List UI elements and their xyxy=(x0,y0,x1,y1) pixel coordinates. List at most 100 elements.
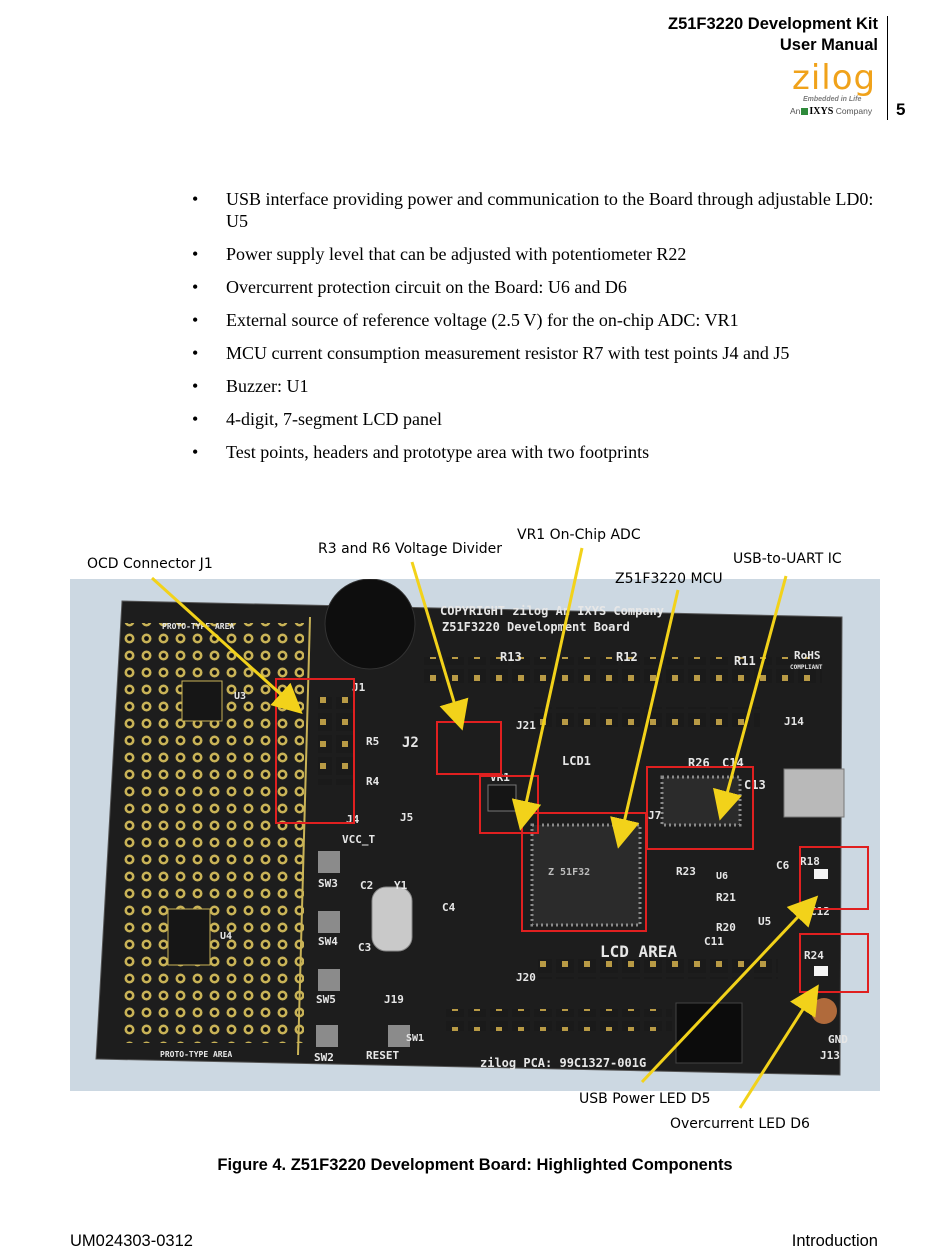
callout-overcurrent-led: Overcurrent LED D6 xyxy=(670,1116,810,1132)
highlight-j1 xyxy=(275,678,355,824)
buzzer xyxy=(324,579,416,670)
board-rohs-compliant: COMPLIANT xyxy=(790,664,823,671)
board-proto-bottom: PROTO-TYPE AREA xyxy=(160,1050,232,1059)
logo-company-prefix: An xyxy=(790,106,801,116)
arrow-divider xyxy=(410,561,469,731)
usb-connector xyxy=(783,768,845,818)
logo-company-name: IXYS xyxy=(809,106,834,117)
board-pca: zilog PCA: 99C1327-001G xyxy=(480,1056,646,1070)
logo-company-suffix: Company xyxy=(835,106,873,116)
callout-ocd-connector: OCD Connector J1 xyxy=(87,556,213,572)
highlight-d5 xyxy=(799,846,869,910)
arrow-usb-uart xyxy=(713,575,788,821)
logo-company-line: An IXYS Company xyxy=(790,106,872,117)
footer-section: Introduction xyxy=(791,1232,878,1250)
board-j7: J7 xyxy=(648,809,661,822)
board-j5: J5 xyxy=(400,811,413,824)
header-j21 xyxy=(530,707,760,727)
header-j20 xyxy=(538,959,778,979)
board-r11: R11 xyxy=(734,654,756,668)
highlight-d6 xyxy=(799,933,869,993)
logo-wordmark-text: zilog xyxy=(792,58,877,98)
u3-footprint xyxy=(181,680,223,722)
list-item: USB interface providing power and commun… xyxy=(192,188,882,232)
proto-divider xyxy=(297,616,311,1056)
board-r5: R5 xyxy=(366,735,379,748)
callout-mcu: Z51F3220 MCU xyxy=(615,571,723,587)
callout-usb-power-led: USB Power LED D5 xyxy=(579,1091,711,1107)
arrow-mcu xyxy=(610,589,680,849)
board-u4: U4 xyxy=(220,931,232,942)
callout-vr1: VR1 On-Chip ADC xyxy=(517,527,641,543)
board-r21: R21 xyxy=(716,891,736,904)
board-r4: R4 xyxy=(366,775,380,788)
board-c3: C3 xyxy=(358,941,371,954)
list-item: 4-digit, 7-segment LCD panel xyxy=(192,408,882,430)
led-d6 xyxy=(814,966,828,976)
list-item: Overcurrent protection circuit on the Bo… xyxy=(192,276,882,298)
callout-voltage-divider: R3 and R6 Voltage Divider xyxy=(318,541,503,557)
board-r13: R13 xyxy=(500,650,522,664)
board-name: Z51F3220 Development Board xyxy=(442,620,630,634)
ixys-square-icon xyxy=(801,108,809,115)
highlight-usb-uart xyxy=(646,766,754,850)
board-c13: C13 xyxy=(744,778,766,792)
header-j1 xyxy=(318,697,358,785)
board-j21: J21 xyxy=(516,719,536,732)
board-u5: U5 xyxy=(758,915,771,928)
led-d5 xyxy=(814,869,828,879)
highlight-boxes xyxy=(275,678,869,993)
document-title: Z51F3220 Development Kit User Manual xyxy=(668,14,878,56)
board-sw5: SW5 xyxy=(316,993,336,1006)
board-proto-top: PROTO-TYPE AREA xyxy=(162,622,234,631)
board-c11: C11 xyxy=(704,935,724,948)
header-divider xyxy=(887,16,888,120)
board-j14: J14 xyxy=(784,715,804,728)
board-lcd1: LCD1 xyxy=(562,754,591,768)
u4-footprint xyxy=(167,908,211,966)
board-j13: J13 xyxy=(820,1049,840,1062)
board-illustration: COPYRIGHT zilog An IXYS Company Z51F3220… xyxy=(95,579,869,1076)
crystal-y1 xyxy=(371,886,413,952)
board-sw1: SW1 xyxy=(406,1033,424,1044)
board-c6: C6 xyxy=(776,859,790,872)
board-reset: RESET xyxy=(366,1049,399,1062)
board-u3: U3 xyxy=(234,691,246,702)
board-sw4: SW4 xyxy=(318,935,338,948)
list-item: Test points, headers and prototype area … xyxy=(192,441,882,463)
board-r12: R12 xyxy=(616,650,638,664)
board-c2: C2 xyxy=(360,879,373,892)
arrow-oc-led xyxy=(738,984,819,1109)
list-item: External source of reference voltage (2.… xyxy=(192,309,882,331)
page-number: 5 xyxy=(896,100,906,119)
logo-wordmark: zilog xyxy=(792,58,876,98)
board-lcd-area: LCD AREA xyxy=(600,942,677,961)
list-item: Buzzer: U1 xyxy=(192,375,882,397)
arrow-ocd xyxy=(150,576,303,715)
list-item: Power supply level that can be adjusted … xyxy=(192,243,882,265)
board-c4: C4 xyxy=(442,901,456,914)
board-r18: R18 xyxy=(800,855,820,868)
highlight-mcu xyxy=(521,812,647,932)
document-title-line1: Z51F3220 Development Kit xyxy=(668,15,878,33)
switches xyxy=(316,851,410,1047)
board-y1: Y1 xyxy=(394,879,408,892)
document-title-line2: User Manual xyxy=(779,36,878,54)
header-j3 xyxy=(442,1009,672,1031)
board-r23: R23 xyxy=(676,865,696,878)
highlight-r3-r6 xyxy=(436,721,502,775)
figure-caption: Figure 4. Z51F3220 Development Board: Hi… xyxy=(217,1156,733,1174)
logo-tagline: Embedded in Life xyxy=(803,96,862,103)
vr1-chip xyxy=(487,784,517,812)
board-j20: J20 xyxy=(516,971,536,984)
feature-list: USB interface providing power and commun… xyxy=(192,188,882,474)
arrow-usb-led xyxy=(640,895,819,1084)
board-j2: J2 xyxy=(402,735,419,751)
list-item: MCU current consumption measurement resi… xyxy=(192,342,882,364)
board-gnd: GND xyxy=(828,1033,848,1046)
zilog-logo: zilog Embedded in Life An IXYS Company xyxy=(788,58,884,120)
board-r24: R24 xyxy=(804,949,824,962)
board-r20: R20 xyxy=(716,921,736,934)
board-vcc-t: VCC_T xyxy=(342,833,375,846)
